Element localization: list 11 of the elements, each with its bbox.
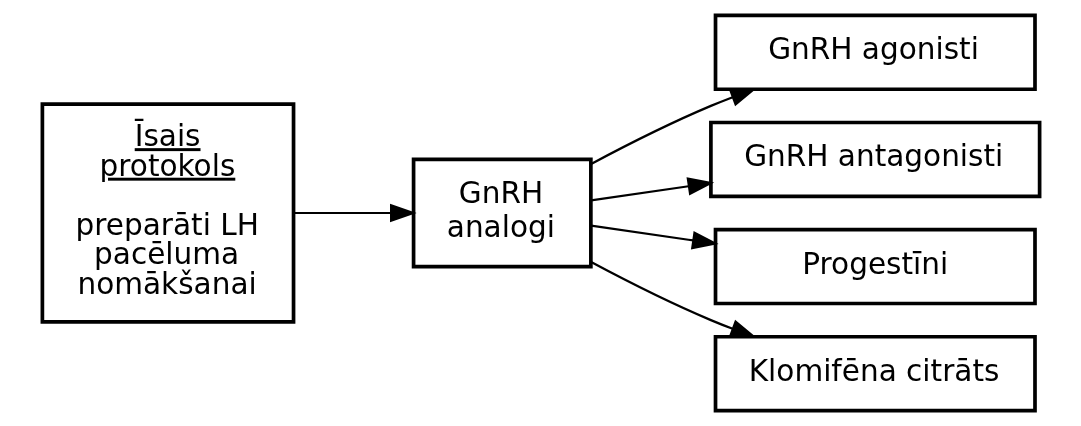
node-box: GnRH agonisti <box>713 13 1037 92</box>
arrow <box>590 261 757 338</box>
node-box: GnRH analogi <box>411 157 593 269</box>
arrow <box>590 88 757 165</box>
node-box: Klomifēna citrāts <box>713 334 1037 413</box>
node-box: GnRH antagonisti <box>708 120 1041 199</box>
arrow <box>590 177 714 202</box>
node-box: Īsais protokols preparāti LH pacēluma nomākšanai <box>40 102 295 324</box>
arrow <box>590 224 719 250</box>
node-box: Progestīni <box>713 227 1037 306</box>
arrow <box>293 203 417 223</box>
